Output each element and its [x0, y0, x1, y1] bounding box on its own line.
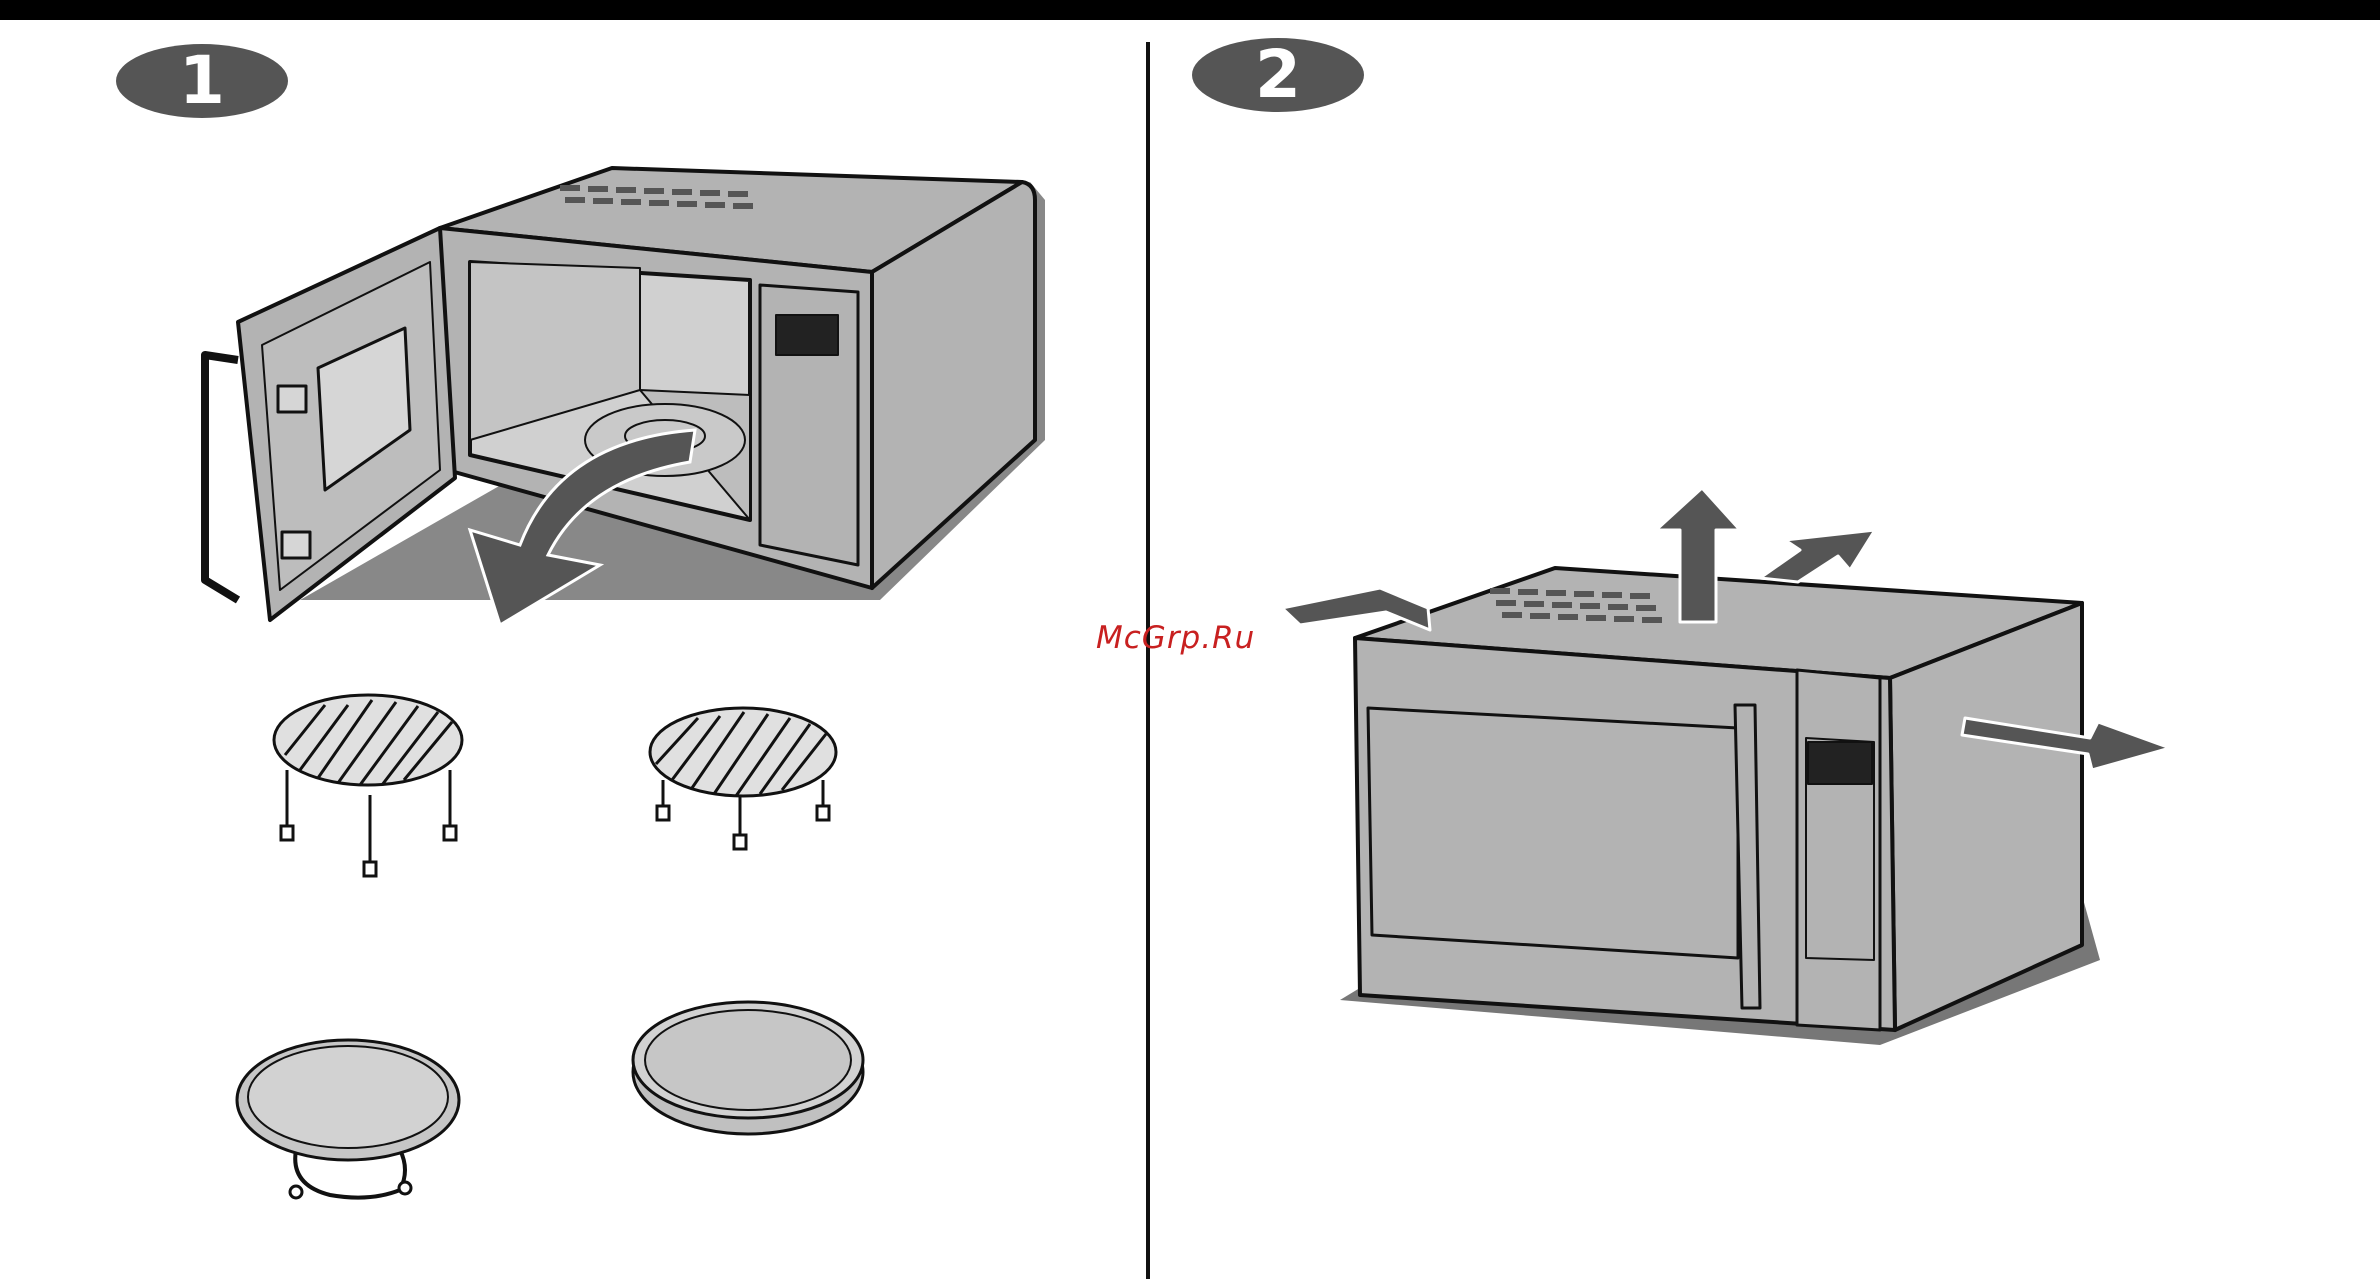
turntable-with-roller-ring-icon — [237, 1040, 459, 1198]
watermark-text: McGrp.Ru — [1096, 620, 1255, 656]
low-rack-icon — [650, 708, 836, 849]
panel-divider — [1146, 42, 1150, 1279]
microwave-front-icon — [1355, 568, 2082, 1030]
baking-tray-icon — [633, 1002, 863, 1134]
step-1-illustration — [0, 0, 1140, 1279]
step-2-illustration — [1152, 0, 2380, 1279]
high-rack-icon — [274, 695, 462, 876]
